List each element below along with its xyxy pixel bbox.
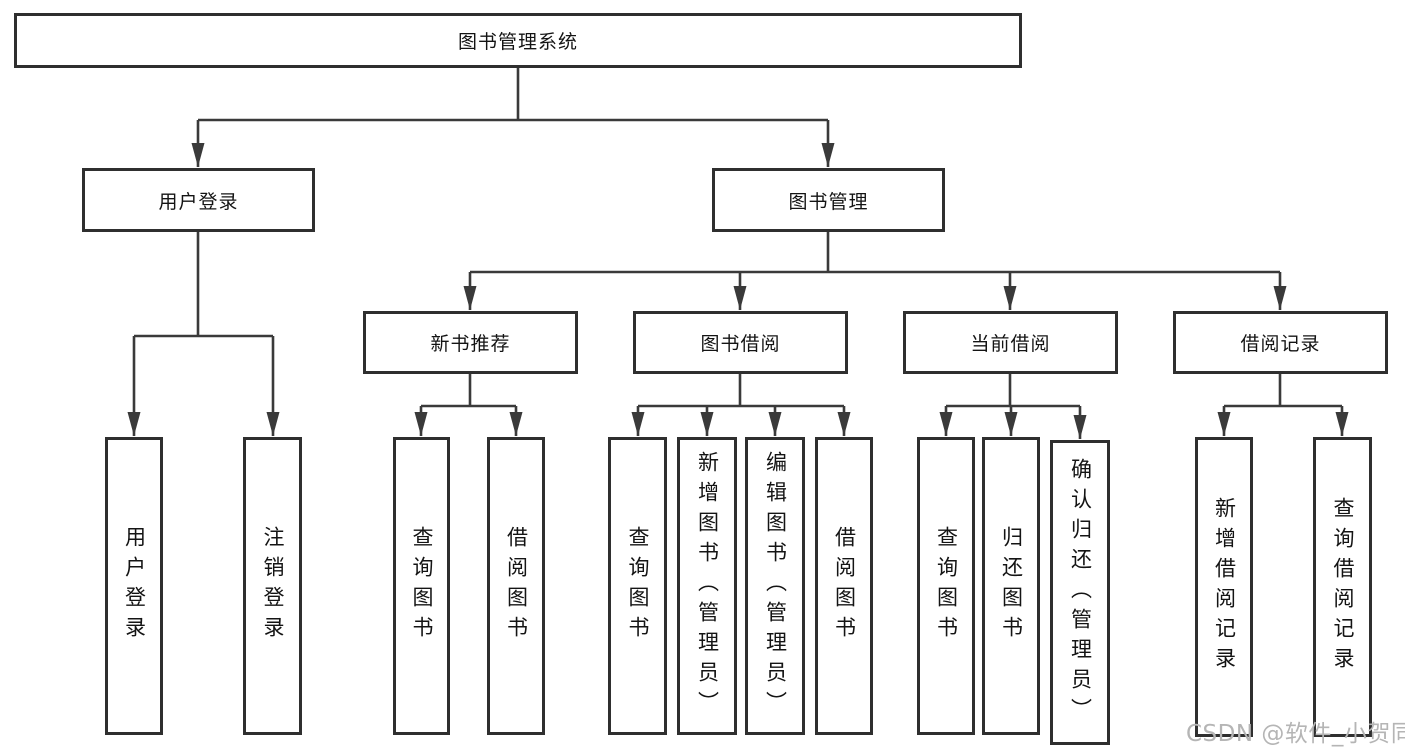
- node-label: 当前借阅: [970, 333, 1051, 355]
- node-label: 确认归还（管理员）: [1068, 457, 1093, 728]
- node-label: 图书管理系统: [457, 31, 578, 53]
- node-label: 查询图书: [410, 526, 434, 646]
- node-label: 图书管理: [788, 190, 869, 213]
- node-new-book-recommend: 新书推荐: [363, 311, 578, 374]
- node-label: 新增借阅记录: [1212, 497, 1237, 677]
- leaf-query-books-recommend: 查询图书: [393, 437, 450, 735]
- node-book-management: 图书管理: [712, 168, 945, 232]
- node-label: 新增图书（管理员）: [695, 451, 720, 721]
- node-label: 图书借阅: [700, 333, 781, 355]
- leaf-logout-login: 注销登录: [243, 437, 302, 735]
- node-label: 借阅记录: [1240, 333, 1321, 355]
- leaf-user-login: 用户登录: [105, 437, 163, 735]
- node-label: 归还图书: [999, 526, 1024, 646]
- node-book-borrow: 图书借阅: [633, 311, 848, 374]
- node-user-login: 用户登录: [82, 168, 315, 232]
- node-label: 编辑图书（管理员）: [763, 451, 788, 721]
- node-label: 用户登录: [122, 526, 147, 646]
- leaf-query-books-current: 查询图书: [917, 437, 975, 735]
- leaf-edit-books-admin: 编辑图书（管理员）: [745, 437, 805, 735]
- node-current-borrow: 当前借阅: [903, 311, 1118, 374]
- csdn-watermark: CSDN @软件_小贺同学: [1186, 721, 1405, 747]
- leaf-confirm-return-admin: 确认归还（管理员）: [1050, 440, 1110, 745]
- node-label: 用户登录: [158, 190, 239, 213]
- node-label: 查询图书: [934, 526, 959, 646]
- node-label: 注销登录: [261, 526, 285, 646]
- leaf-add-books-admin: 新增图书（管理员）: [677, 437, 737, 735]
- node-borrow-records: 借阅记录: [1173, 311, 1388, 374]
- leaf-borrow-books-recommend: 借阅图书: [487, 437, 545, 735]
- node-label: 新书推荐: [430, 333, 511, 355]
- leaf-query-books-borrow: 查询图书: [608, 437, 667, 735]
- node-label: 借阅图书: [832, 526, 857, 646]
- leaf-borrow-books: 借阅图书: [815, 437, 873, 735]
- node-library-management-system: 图书管理系统: [14, 13, 1022, 68]
- node-label: 查询图书: [626, 526, 650, 646]
- node-label: 借阅图书: [504, 526, 529, 646]
- leaf-add-borrow-record: 新增借阅记录: [1195, 437, 1253, 737]
- leaf-return-books: 归还图书: [982, 437, 1040, 735]
- leaf-query-borrow-record: 查询借阅记录: [1313, 437, 1372, 737]
- node-label: 查询借阅记录: [1331, 497, 1355, 677]
